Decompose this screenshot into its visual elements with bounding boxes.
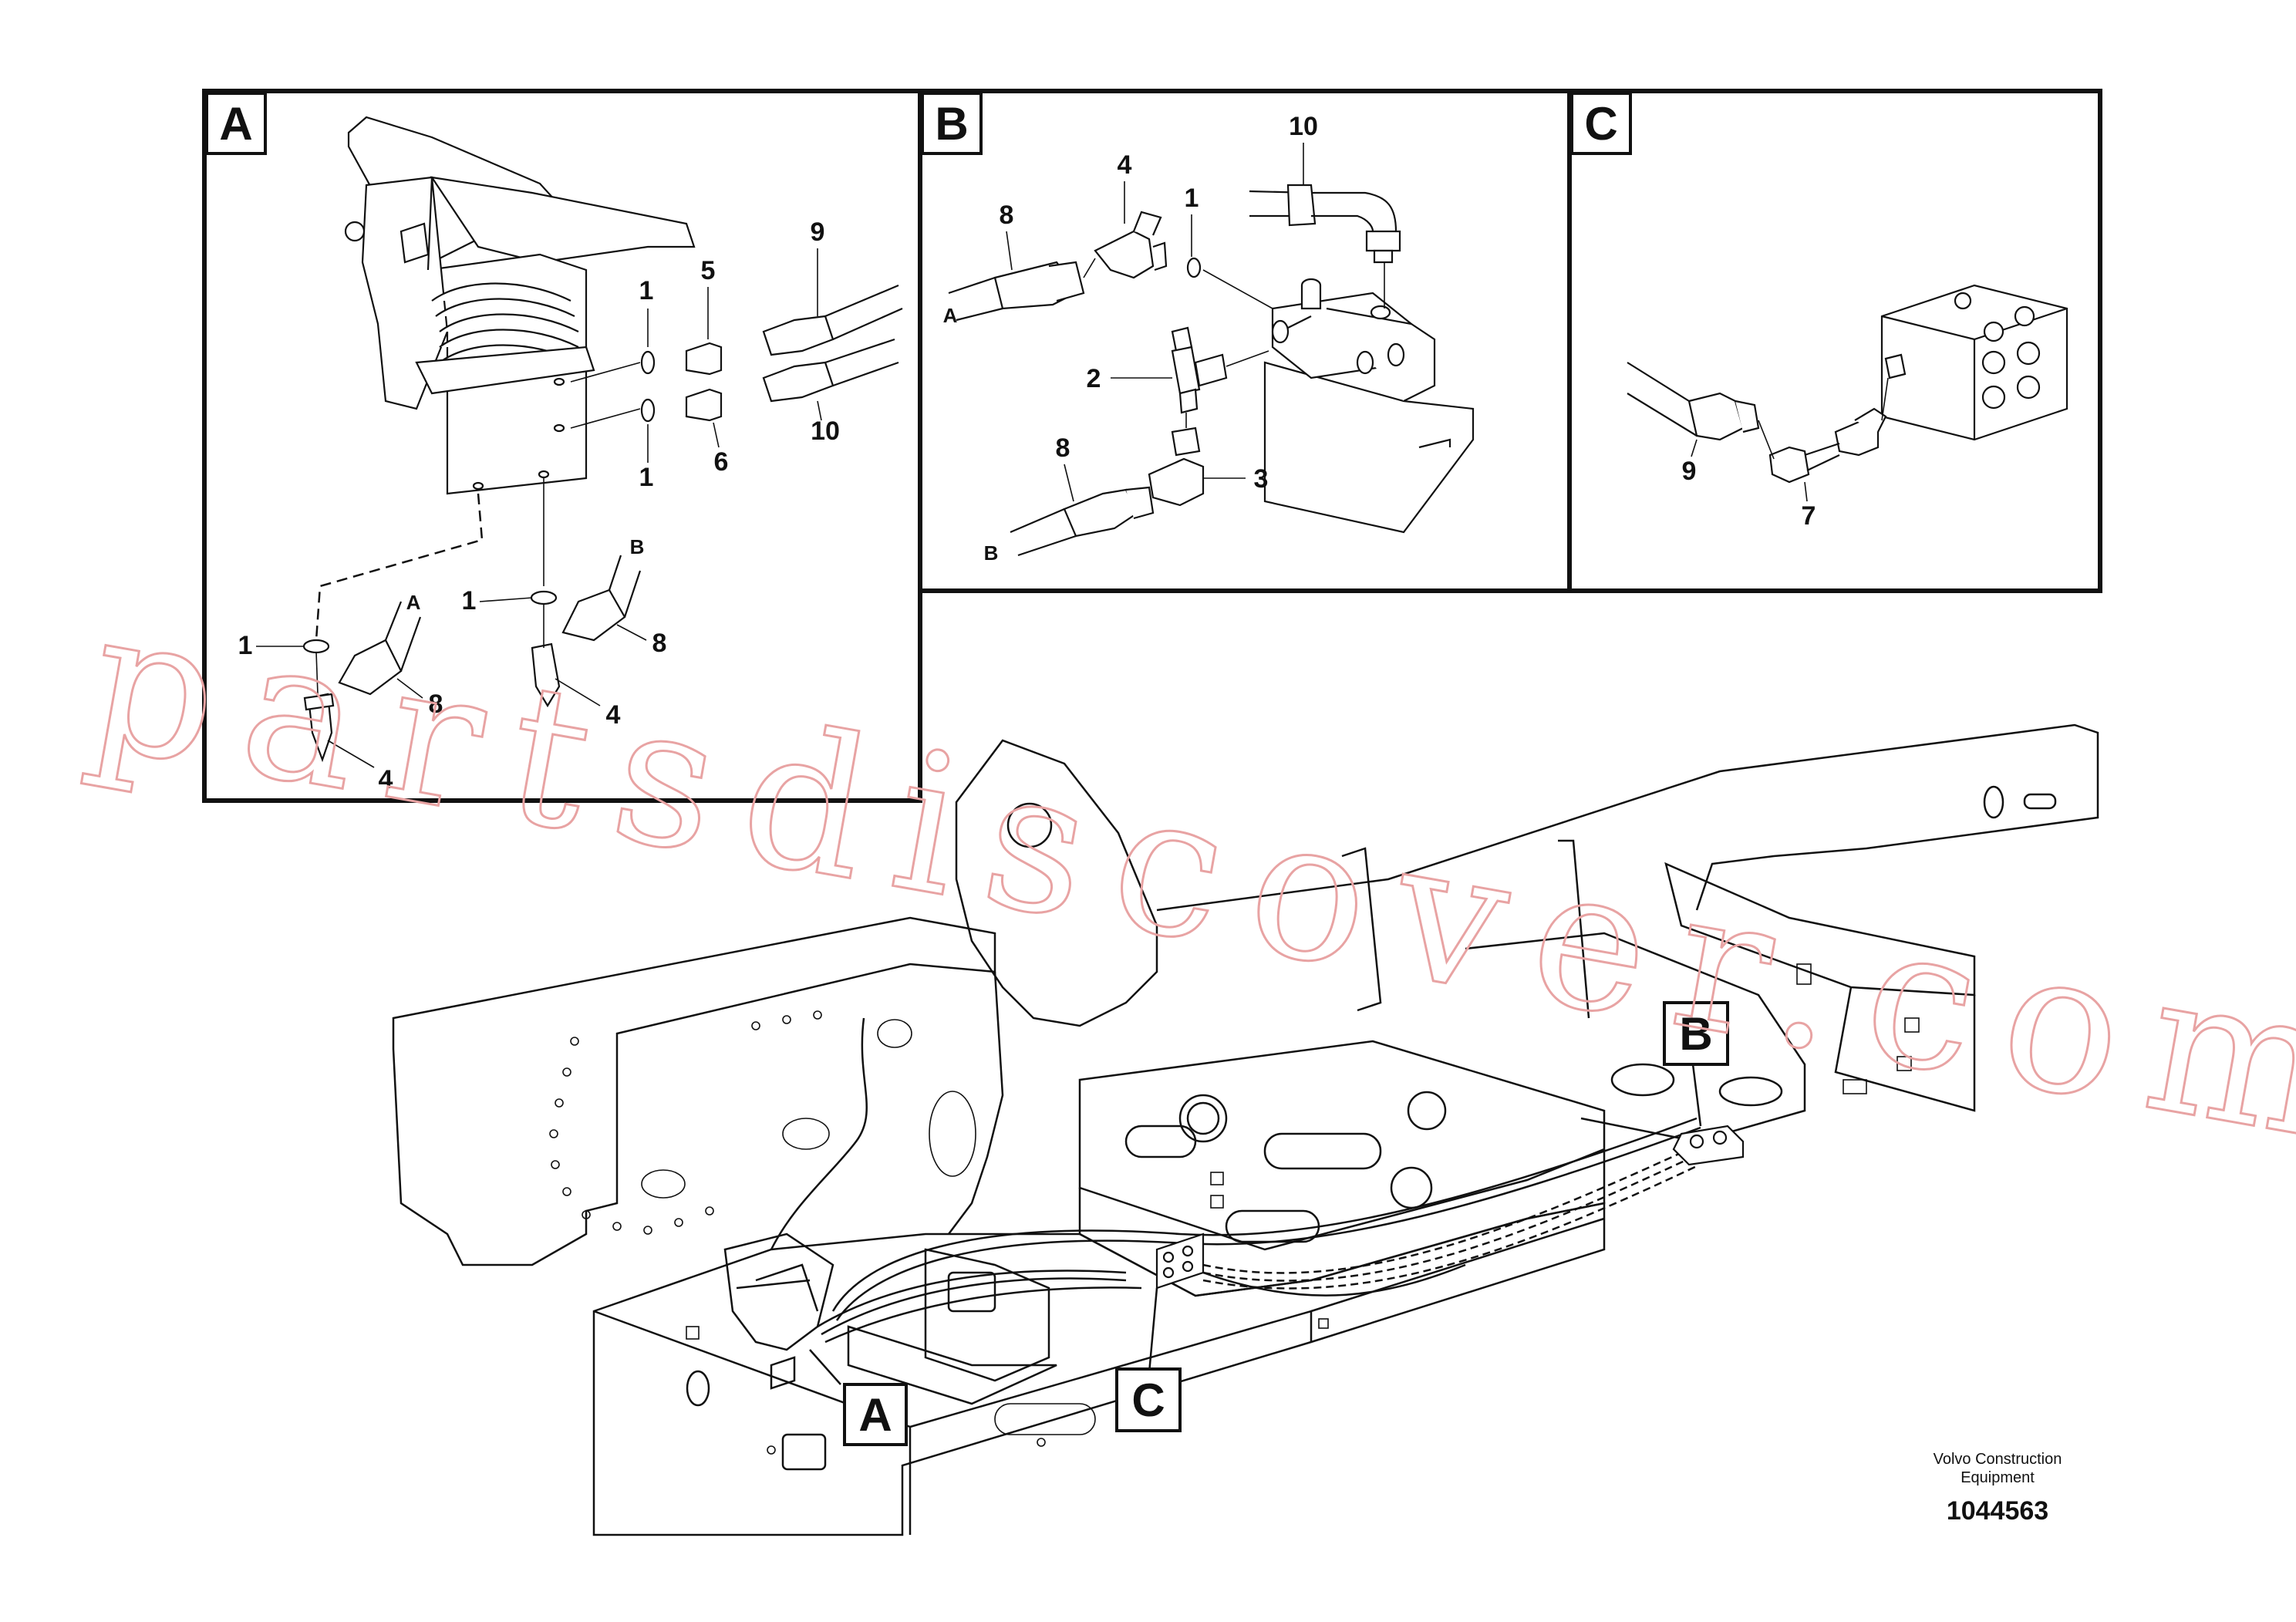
valve-block-b	[1263, 278, 1475, 534]
detail-panel-b: B	[918, 89, 1572, 593]
panel-b-title: B	[935, 98, 968, 150]
svg-text:9: 9	[1682, 457, 1697, 486]
footer-company-line2: Equipment	[1961, 1469, 2035, 1486]
frame-assembly-drawing	[392, 723, 2099, 1536]
svg-text:2: 2	[1087, 364, 1101, 393]
svg-text:1: 1	[639, 463, 654, 492]
callout-c: C	[1115, 1367, 1182, 1432]
watermark: partsdiscover.com	[75, 567, 2296, 1188]
pedal-valve	[344, 116, 696, 495]
drawing-number: 1044563	[1946, 1496, 2049, 1526]
svg-text:1: 1	[1185, 184, 1199, 213]
svg-text:4: 4	[379, 765, 393, 794]
svg-text:5: 5	[701, 256, 716, 285]
svg-text:9: 9	[811, 218, 825, 247]
detail-panel-c: C 9 7	[1567, 89, 2102, 593]
svg-text:6: 6	[714, 447, 729, 477]
svg-text:A: A	[858, 1389, 892, 1441]
panel-c-title: C	[1584, 98, 1617, 150]
svg-text:4: 4	[1118, 150, 1132, 180]
svg-text:B: B	[630, 535, 645, 558]
svg-text:10: 10	[1289, 112, 1318, 141]
svg-text:8: 8	[429, 690, 443, 719]
manifold-block-c	[1880, 284, 2068, 441]
svg-text:8: 8	[652, 629, 667, 658]
footer-company-line1: Volvo Construction	[1933, 1451, 2062, 1468]
svg-text:8: 8	[1056, 433, 1070, 463]
svg-text:B: B	[984, 541, 999, 565]
footer-company: Volvo Construction Equipment	[1851, 1450, 2144, 1487]
svg-text:7: 7	[1802, 501, 1816, 531]
svg-text:10: 10	[811, 416, 840, 446]
panel-a-title: A	[219, 98, 252, 150]
svg-text:1: 1	[238, 631, 253, 660]
svg-text:A: A	[406, 591, 421, 614]
svg-text:1: 1	[462, 586, 477, 615]
callout-a: A	[843, 1383, 908, 1446]
svg-text:1: 1	[639, 276, 654, 305]
svg-text:4: 4	[606, 700, 621, 730]
svg-text:3: 3	[1254, 464, 1269, 494]
svg-text:8: 8	[1000, 201, 1014, 230]
callout-b: B	[1663, 1001, 1729, 1066]
svg-text:C: C	[1131, 1374, 1165, 1426]
svg-text:B: B	[1679, 1008, 1712, 1060]
svg-text:A: A	[943, 304, 958, 327]
